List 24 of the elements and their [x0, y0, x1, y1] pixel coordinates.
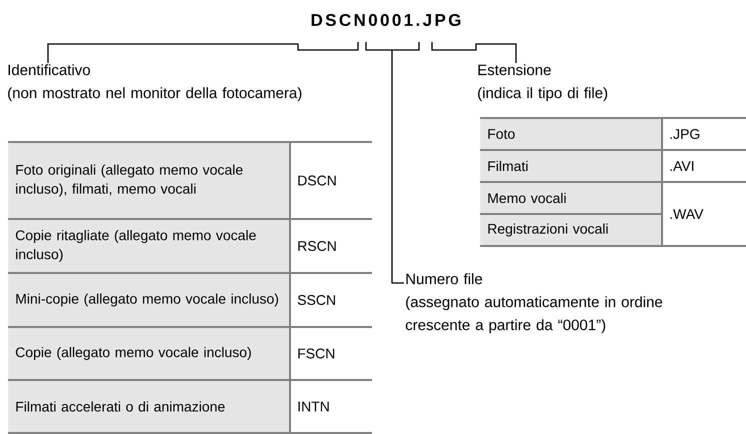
table-cell: .AVI [670, 161, 694, 171]
leader-line [431, 42, 517, 63]
table-cell: RSCN [298, 241, 336, 251]
table-cell: Copie ritagliate (allegato memo vocale incluso) [8, 219, 290, 273]
table-cell: Foto [480, 118, 662, 150]
table-cell: Memo vocali [480, 182, 662, 214]
table-cell: Copie (allegato memo vocale incluso) [8, 327, 290, 380]
table-cell: FSCN [298, 348, 334, 358]
annotation-text: Estensione (indica il tipo di file) [478, 64, 608, 102]
file-name: DSCN0001.JPG [312, 14, 460, 26]
table-cell: SSCN [298, 295, 335, 305]
table-cell: Foto originali (allegato memo vocale incluso), filmati, memo vocali [8, 142, 290, 219]
table-cell: Filmati [480, 150, 662, 182]
annotation-text: Identificativo (non mostrato nel monitor della fotocamera) [8, 64, 302, 102]
table-cell: .WAV [670, 209, 704, 219]
leader-line [47, 42, 359, 63]
table-cell: Filmati accelerati o di animazione [8, 380, 290, 433]
table-cell: DSCN [298, 176, 336, 186]
table-cell: .JPG [670, 129, 700, 139]
annotation-text: Numero file (assegnato automaticamente in ordine crescente a partire da “0001”) [406, 273, 662, 334]
leader-line [365, 41, 420, 284]
table-cell: Registrazioni vocali [480, 214, 662, 246]
table-cell: INTN [298, 402, 329, 412]
table-cell: Mini-copie (allegato memo vocale incluso) [8, 273, 290, 327]
